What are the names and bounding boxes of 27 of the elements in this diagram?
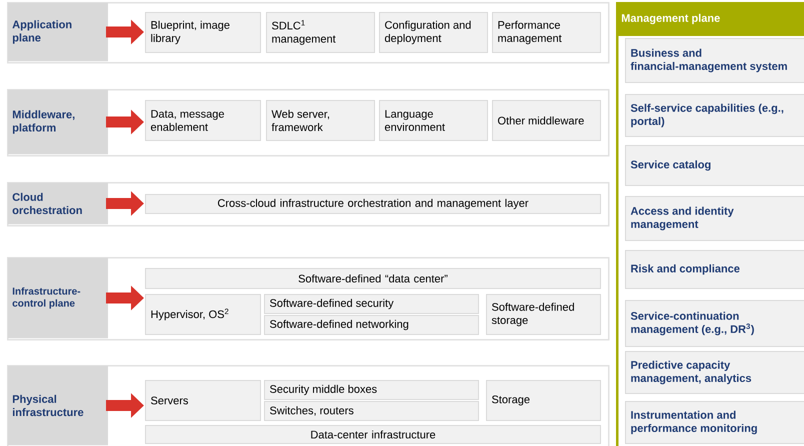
function-box: Access and identity management [625,196,804,241]
function-box: Business and financial-management system [625,38,804,83]
component-box: Software-defined “data center” [145,268,601,289]
component-box: Configuration and deployment [379,12,488,53]
component-box: SDLC$^{1}$ management [266,12,375,53]
function-box: Predictive capacity management, analytics [625,351,804,394]
function-box: Self-service capabilities (e.g., portal) [625,94,804,137]
component-box: Performance management [492,12,601,53]
component-box: Blueprint, image library [145,12,261,53]
component-box: Switches, routers [264,401,479,421]
component-box: Other middleware [492,100,601,141]
component-box: Security middle boxes [264,380,479,400]
function-box: Service-continuation management (e.g., DR$^{3}$) [625,300,804,347]
component-box: Cross-cloud infrastructure orchestration and management layer [145,194,601,214]
component-box: Storage [486,380,601,421]
function-box: Instrumentation and performance monitoring [625,401,804,444]
component-box: Language environment [379,100,488,141]
component-box: Web server, framework [266,100,375,141]
component-box: Software-defined security [264,294,479,314]
component-box: Software-defined networking [264,315,479,335]
function-box: Risk and compliance [625,250,804,289]
component-box: Hypervisor, OS$^{2}$ [145,294,261,335]
function-box: Service catalog [625,145,804,186]
component-box: Servers [145,380,261,421]
component-box: Data, message enablement [145,100,261,141]
component-box: Data-center infrastructure [145,425,601,444]
component-box: Software-defined storage [486,294,601,335]
